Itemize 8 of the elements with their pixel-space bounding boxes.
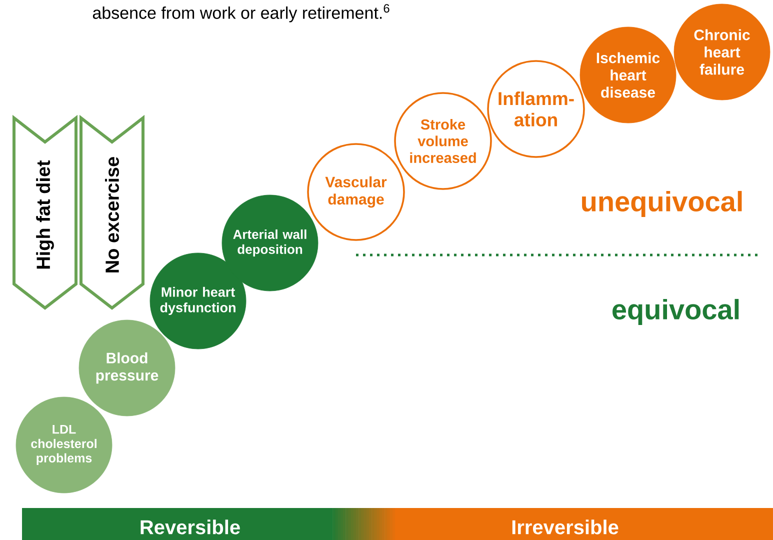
node-label: Irreversible: [512, 520, 618, 534]
intro-text: absence from work or early retirement.$^{6}$: [92, 4, 390, 22]
category-label: unequivocal: [582, 190, 742, 218]
node-label: Reversible: [140, 520, 240, 534]
chevron-box: High fat diet: [12, 114, 78, 310]
chevron-box: No excercise: [80, 114, 144, 310]
category-label: equivocal: [612, 298, 739, 326]
timeline-bar: Reversible Irreversible: [22, 508, 773, 540]
